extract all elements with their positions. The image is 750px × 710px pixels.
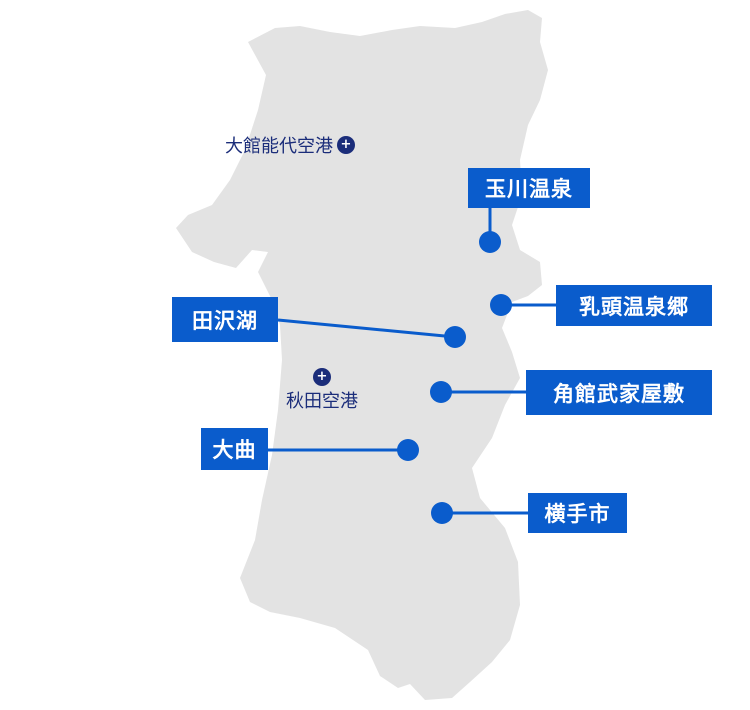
connector-line [277, 318, 456, 339]
label-kakunodate[interactable]: 角館武家屋敷 [526, 370, 712, 415]
label-tamagawa-onsen[interactable]: 玉川温泉 [468, 168, 590, 208]
location-dot-yokote[interactable] [431, 502, 453, 524]
label-yokote[interactable]: 横手市 [528, 493, 627, 533]
label-tazawako[interactable]: 田沢湖 [172, 297, 278, 342]
airplane-icon: + [313, 368, 331, 386]
location-dot-kakunodate[interactable] [430, 381, 452, 403]
location-dot-tamagawa[interactable] [479, 231, 501, 253]
prefecture-shape [176, 10, 548, 700]
label-omagari[interactable]: 大曲 [201, 428, 268, 470]
airport-label: 秋田空港 [286, 391, 358, 412]
airplane-icon: + [337, 136, 355, 154]
location-dot-nyuto[interactable] [490, 294, 512, 316]
airport-akita: + 秋田空港 [286, 368, 358, 413]
airport-odate-noshiro: 大館能代空港 + [225, 132, 355, 158]
location-dot-omagari[interactable] [397, 439, 419, 461]
location-dot-tazawako[interactable] [444, 326, 466, 348]
label-nyuto-onsenkyo[interactable]: 乳頭温泉郷 [556, 285, 712, 326]
airport-label: 大館能代空港 [225, 136, 333, 157]
